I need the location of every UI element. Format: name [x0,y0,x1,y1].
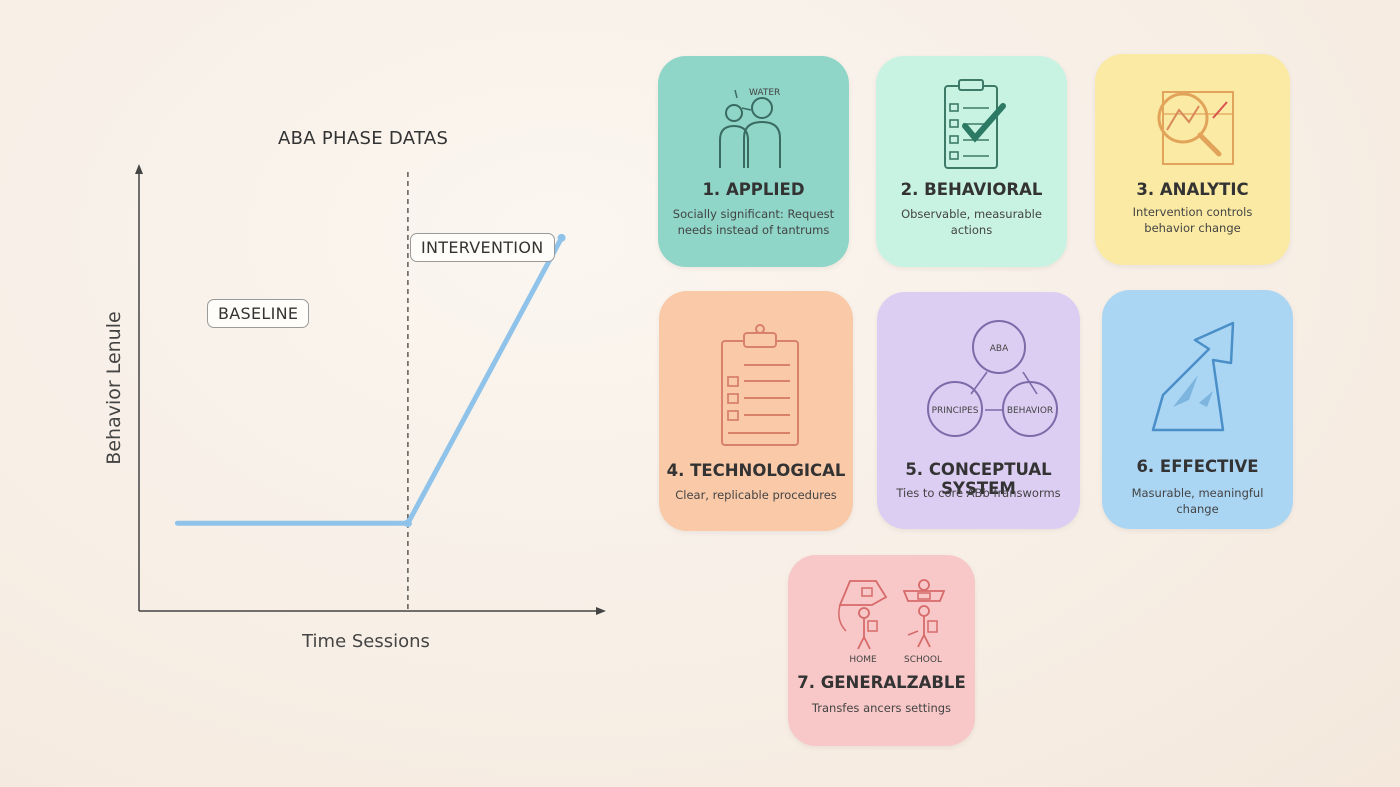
card-analytic: 3. ANALYTIC Intervention controls behavi… [1095,54,1290,265]
phase-chart [135,164,606,615]
upward-arrow-icon [1151,321,1234,432]
chart-axes [135,164,606,615]
card-behavioral: 2. BEHAVIORAL Observable, measurable act… [876,56,1067,267]
card-title: 4. TECHNOLOGICAL [666,461,846,480]
card-title: 7. GENERALZABLE [797,673,966,692]
card-conceptual-system: ABA PRINCIPES BEHAVIOR 5. CONCEPTUAL SYS… [877,292,1080,529]
y-axis-arrow [135,164,143,174]
home-school-icon: HOME SCHOOL [837,579,945,665]
baseline-phase-label: BASELINE [207,299,310,328]
person-request-icon: WATER [718,88,781,168]
water-text: WATER [749,88,780,98]
card-description: Transfes ancers settings [811,701,952,715]
card-title: 6. EFFECTIVE [1136,457,1259,476]
card-description: Socially significant: Request needs inst… [672,207,835,237]
home-label: HOME [849,655,877,665]
concept-network-icon: ABA PRINCIPES BEHAVIOR [926,320,1058,437]
card-applied: WATER 1. APPLIED Socially significant: R… [658,56,849,267]
magnifier-chart-icon [1157,91,1234,165]
data-point [557,233,566,242]
intervention-phase-label: INTERVENTION [410,233,555,262]
card-title: 2. BEHAVIORAL [900,180,1043,199]
school-label: SCHOOL [904,655,942,665]
card-title: 3. ANALYTIC [1136,180,1249,199]
node-behavior: BEHAVIOR [1006,406,1052,416]
card-description: Ties to core ABb fransworms [896,486,1061,500]
data-point [403,519,412,528]
card-description: Observable, measurable actions [901,207,1042,237]
card-description: Intervention controls behavior change [1132,205,1253,235]
card-generalizable: HOME SCHOOL 7. GENERALZABLE Transfes anc… [788,555,975,746]
card-description: Masurable, meaningful change [1131,486,1264,516]
node-aba: ABA [989,344,1008,354]
card-title: 5. CONCEPTUAL SYSTEM [905,460,1052,498]
card-technological: 4. TECHNOLOGICAL Clear, replicable proce… [659,291,853,531]
data-series-line [174,235,565,526]
chart-title: ABA PHASE DATAS [278,128,449,149]
x-axis-label: Time Sessions [302,631,430,652]
card-description: Clear, replicable procedures [675,488,837,502]
card-title: 1. APPLIED [702,180,805,199]
clipboard-icon [721,324,799,446]
card-effective: 6. EFFECTIVE Masurable, meaningful chang… [1102,290,1293,529]
node-principes: PRINCIPES [931,406,978,416]
checklist-icon [943,79,1006,169]
x-axis-arrow [596,607,606,615]
